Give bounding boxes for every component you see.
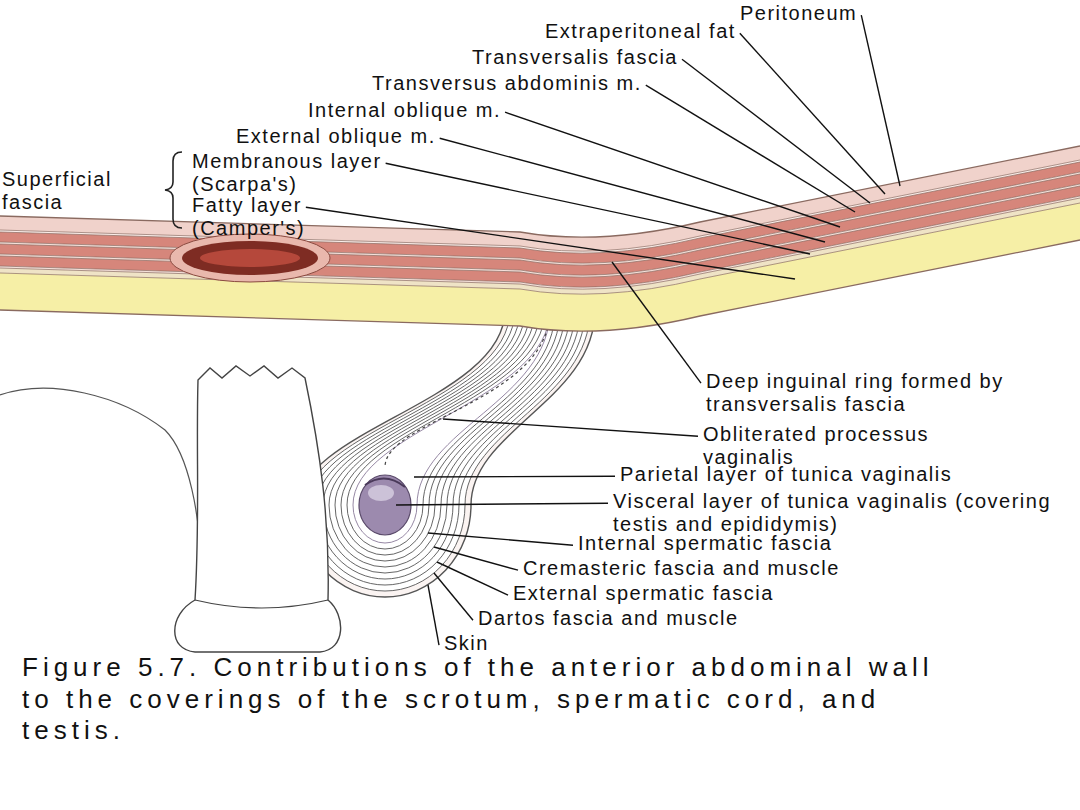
layer-line <box>0 172 1080 263</box>
part-label: Internal oblique m. <box>308 99 501 122</box>
layer-line <box>0 162 1080 253</box>
layer-line <box>0 160 1080 251</box>
part-label: Parietal layer of tunica vaginalis <box>620 463 952 486</box>
processus-vaginalis <box>385 310 550 467</box>
rectus-muscle <box>182 241 318 275</box>
part-label: Cremasteric fascia and muscle <box>523 557 840 580</box>
leader-line <box>396 503 608 505</box>
leader-line <box>428 585 439 645</box>
layer-line <box>0 184 1080 275</box>
part-label: Visceral layer of tunica vaginalis (cove… <box>613 490 1053 536</box>
leader-line <box>861 15 900 186</box>
leader-line <box>443 419 698 436</box>
leader-line <box>740 33 885 194</box>
layer-line <box>0 198 1080 289</box>
part-label: Obliterated processus vaginalis <box>703 423 1003 469</box>
leader-line <box>440 138 825 242</box>
bracket <box>165 152 182 228</box>
scrotal-layer <box>329 310 570 567</box>
scrotal-layer <box>317 310 580 579</box>
part-label: Superficial fascia <box>2 168 152 214</box>
part-label: Dartos fascia and muscle <box>478 607 739 630</box>
part-label: Peritoneum <box>740 2 857 25</box>
part-label: Membranous layer (Scarpa's) <box>192 150 422 196</box>
scrotal-layer <box>323 310 575 573</box>
leader-lines <box>306 15 900 645</box>
part-label: Deep inguinal ring formed by transversal… <box>706 370 1026 416</box>
leader-line <box>682 59 870 203</box>
anatomy-drawing <box>0 146 1080 652</box>
glans-line <box>195 600 328 608</box>
scrotal-layer <box>335 310 565 561</box>
layer-line <box>0 196 1080 287</box>
part-label: External oblique m. <box>236 125 436 148</box>
leader-line <box>428 533 573 545</box>
scrotal-layer <box>305 310 590 591</box>
leader-line <box>612 262 701 383</box>
wall-layer <box>0 203 1080 331</box>
testis-highlight <box>368 485 394 501</box>
part-label: Internal spermatic fascia <box>578 532 832 555</box>
leader-line <box>434 573 473 620</box>
thigh-outline <box>0 388 200 560</box>
leader-line <box>414 476 615 478</box>
figure-caption: Figure 5.7. Contributions of the anterio… <box>22 652 962 747</box>
layer-line <box>0 186 1080 277</box>
scrotal-layer <box>347 310 555 549</box>
scrotal-layer <box>353 310 550 543</box>
part-label: Fatty layer (Camper's) <box>192 194 392 240</box>
epididymis <box>365 478 405 487</box>
part-label: Extraperitoneal fat <box>545 20 736 43</box>
layer-line <box>0 174 1080 265</box>
leader-line <box>646 85 855 212</box>
part-label: Transversalis fascia <box>472 46 678 69</box>
rectus-muscle-inner <box>200 249 300 267</box>
leader-line <box>386 163 810 254</box>
part-label: Transversus abdominis m. <box>372 72 642 95</box>
scrotal-layer <box>341 310 560 555</box>
part-label: Skin <box>444 632 489 655</box>
scrotal-layer <box>311 310 585 585</box>
scrotal-layer <box>299 310 595 597</box>
part-label: External spermatic fascia <box>513 582 774 605</box>
rectus-sheath <box>170 234 330 282</box>
penis <box>175 366 341 652</box>
leader-line <box>306 207 795 279</box>
layer-line <box>0 240 1080 331</box>
layer-line <box>0 203 1080 294</box>
layer-line <box>0 146 1080 237</box>
